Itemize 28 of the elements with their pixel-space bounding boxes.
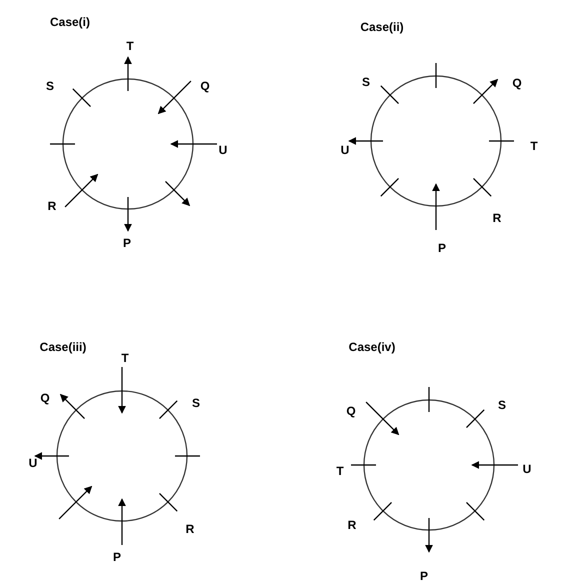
person-letter: Q xyxy=(40,391,50,405)
person-letter: T xyxy=(336,464,344,478)
person-letter: U xyxy=(340,143,350,157)
person-letter: P xyxy=(420,569,428,583)
case-title: Case(iv) xyxy=(348,340,396,354)
case-title: Case(i) xyxy=(50,15,90,29)
person-letter: Q xyxy=(200,79,210,93)
person-letter: P xyxy=(123,236,131,250)
person-letter: S xyxy=(46,79,54,93)
person-letter: Q xyxy=(512,76,522,90)
person-letter: S xyxy=(498,398,506,412)
person-letter: R xyxy=(48,199,56,213)
person-letter: T xyxy=(121,351,129,365)
person-letter: R xyxy=(348,518,356,532)
person-letter: P xyxy=(113,550,121,564)
case-title: Case(iii) xyxy=(40,340,86,354)
person-letter: U xyxy=(28,456,38,470)
person-letter: U xyxy=(218,143,228,157)
person-letter: R xyxy=(492,211,502,225)
case-title: Case(ii) xyxy=(360,20,404,34)
person-letter: R xyxy=(186,522,194,536)
person-letter: U xyxy=(522,462,532,476)
person-letter: Q xyxy=(346,404,356,418)
person-letter: T xyxy=(530,139,538,153)
person-letter: P xyxy=(438,241,446,255)
person-letter: S xyxy=(192,396,200,410)
person-letter: T xyxy=(126,39,134,53)
person-letter: S xyxy=(362,75,370,89)
